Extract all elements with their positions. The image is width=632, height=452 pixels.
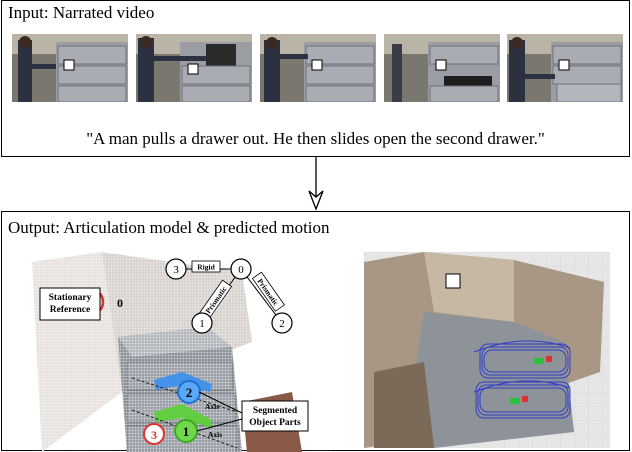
narration-caption: "A man pulls a drawer out. He then slide… [86, 129, 545, 148]
graph-node-2: 2 [279, 318, 285, 330]
graph-node-1: 1 [199, 318, 205, 330]
input-title: Input: Narrated video [8, 3, 155, 22]
trajectory-lines [473, 340, 571, 419]
video-frame-1 [12, 34, 128, 102]
graph-node-3: 3 [173, 264, 179, 276]
part-node-3: 3 [151, 428, 157, 442]
output-panel: Output: Articulation model & predicted m… [1, 211, 630, 452]
down-arrow-icon [308, 157, 324, 211]
stationary-node-label: 0 [117, 296, 123, 310]
part-node-2: 2 [186, 385, 193, 400]
video-frame-2 [136, 34, 252, 102]
axis-label-2: Axis [208, 430, 222, 439]
output-title: Output: Articulation model & predicted m… [8, 218, 330, 237]
video-frame-5 [507, 34, 623, 102]
segmented-label-line2: Object Parts [249, 418, 301, 428]
video-frame-3 [260, 34, 376, 102]
part-node-1: 1 [183, 424, 190, 439]
video-frame-4 [384, 34, 500, 102]
stationary-label-line1: Stationary [49, 293, 92, 303]
green-part [154, 404, 212, 428]
axis-label-1: Axis [205, 402, 219, 411]
segmented-label-line1: Segmented [253, 406, 298, 416]
stationary-label-line2: Reference [50, 305, 90, 315]
articulation-graph: Stationary Reference 0 Rigid Prismatic P… [39, 258, 309, 445]
graph-node-0: 0 [238, 264, 244, 276]
point-cloud-right [364, 252, 610, 448]
edge-label-rigid: Rigid [197, 263, 215, 272]
input-panel: Input: Narrated video [1, 0, 630, 157]
